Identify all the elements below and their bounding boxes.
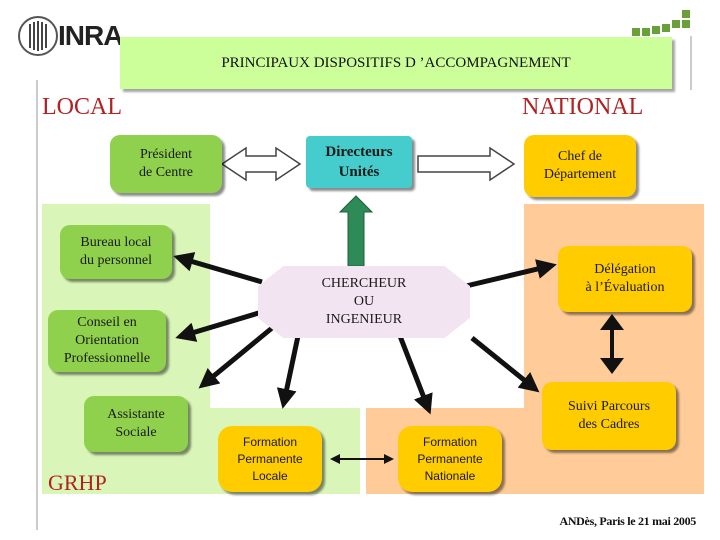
green-up-arrow	[338, 195, 374, 267]
top-right-rule	[690, 36, 692, 90]
wheat-logo-icon	[18, 16, 58, 56]
conseil-node: Conseil en Orientation Professionnelle	[48, 310, 166, 372]
arrow-to-bureau	[173, 252, 263, 285]
arrow-to-suivi	[470, 336, 540, 393]
left-rule	[36, 80, 38, 530]
title-banner: PRINCIPAUX DISPOSITIFS D ’ACCOMPAGNEMENT	[120, 37, 672, 89]
arrow-to-delegation	[465, 259, 557, 289]
arrow-to-formation-locale	[276, 335, 301, 409]
outline-arrow-right	[417, 146, 516, 182]
page-title: PRINCIPAUX DISPOSITIFS D ’ACCOMPAGNEMENT	[221, 54, 571, 71]
suivi-node: Suivi Parcours des Cadres	[542, 382, 676, 450]
logo-text: INRA	[58, 20, 123, 51]
footer-credit: ANDès, Paris le 21 mai 2005	[559, 514, 696, 528]
delegation-node: Délégation à l’Évaluation	[558, 246, 692, 312]
president-node: Président de Centre	[110, 135, 222, 193]
inra-logo: INRA	[18, 14, 123, 62]
national-label: NATIONAL	[522, 94, 644, 120]
arrow-to-conseil	[175, 309, 263, 342]
vertical-double-arrow	[600, 314, 624, 374]
formation-double-arrow	[330, 454, 394, 464]
chef-node: Chef de Département	[524, 135, 636, 197]
local-label: LOCAL	[42, 94, 122, 120]
assistante-node: Assistante Sociale	[84, 396, 188, 452]
decorative-squares	[630, 10, 690, 40]
chercheur-node: CHERCHEUR OU INGENIEUR	[258, 266, 470, 338]
arrow-to-assistante	[198, 326, 274, 389]
double-outline-arrow	[220, 146, 302, 182]
directeurs-node: Directeurs Unités	[306, 136, 412, 188]
grhp-label: GRHP	[48, 470, 107, 495]
bureau-node: Bureau local du personnel	[60, 225, 172, 279]
formation-nationale-node: Formation Permanente Nationale	[398, 426, 502, 492]
formation-locale-node: Formation Permanente Locale	[218, 426, 322, 492]
arrow-to-formation-nationale	[397, 335, 433, 415]
